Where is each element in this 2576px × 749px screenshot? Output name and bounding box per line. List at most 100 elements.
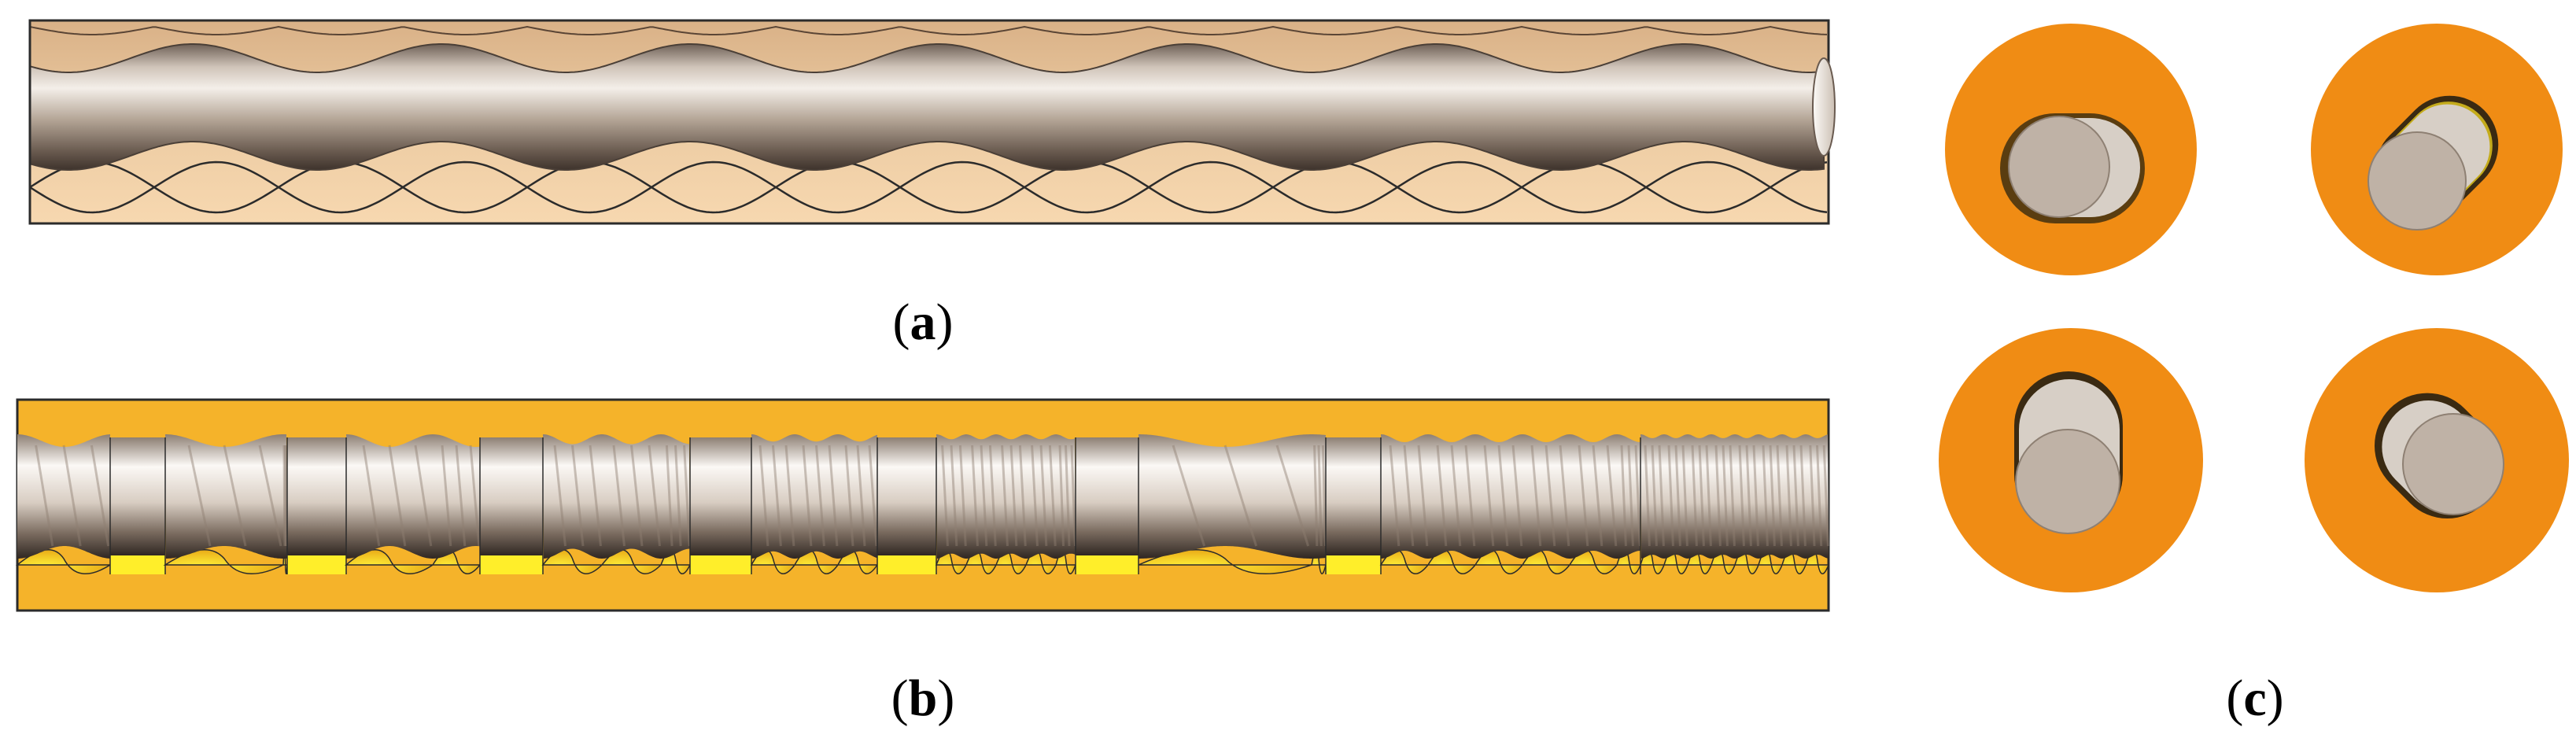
- flight-streak: [958, 445, 967, 547]
- flight-streak: [1816, 445, 1823, 547]
- flight-streak: [1698, 445, 1705, 547]
- rotor-straight-section: [110, 437, 165, 555]
- flight-streak: [1172, 445, 1206, 547]
- flight-streak: [988, 445, 997, 547]
- flight-streak: [258, 445, 282, 547]
- rotor-helical-section: [346, 434, 480, 559]
- caption-c: (c): [2226, 670, 2284, 727]
- flight-streak: [553, 445, 566, 547]
- flight-streak: [1048, 445, 1057, 547]
- flight-streak: [388, 445, 407, 547]
- cross-section-1: [1945, 24, 2197, 275]
- flight-streak: [362, 445, 381, 547]
- flight-streak: [1223, 445, 1258, 547]
- flight-streak: [674, 445, 682, 547]
- flight-streak: [1592, 445, 1604, 547]
- flight-streak: [683, 445, 691, 547]
- rotor-helical-section: [543, 434, 690, 559]
- rotor-helical-section: [936, 434, 1076, 559]
- flight-streak: [1792, 445, 1799, 547]
- panel-c: [1939, 24, 2569, 592]
- rotor-helical-section: [1139, 434, 1326, 559]
- flight-streak: [1714, 445, 1722, 547]
- flight-streak: [784, 445, 795, 547]
- flight-streak: [1009, 445, 1018, 547]
- caption-b: (b): [891, 670, 955, 727]
- flight-streak: [1809, 445, 1816, 547]
- flight-streak: [950, 445, 958, 547]
- rotor-helical-section: [1381, 434, 1640, 559]
- flight-streak: [1776, 445, 1783, 547]
- flight-streak: [1667, 445, 1674, 547]
- flight-streak: [1752, 445, 1759, 547]
- flight-streak: [90, 445, 110, 547]
- flight-streak: [980, 445, 988, 547]
- rotor-helical-section: [17, 434, 110, 559]
- helical-rotor-a: [29, 43, 1825, 171]
- cross-section-3: [1939, 328, 2203, 592]
- flight-streak: [868, 445, 878, 547]
- flight-streak: [1674, 445, 1681, 547]
- flight-streak: [971, 445, 979, 547]
- flight-streak: [571, 445, 585, 547]
- rotor-helical-section: [751, 434, 877, 559]
- flight-streak: [1745, 445, 1752, 547]
- flight-streak: [1058, 445, 1065, 547]
- flight-streak: [1627, 445, 1634, 547]
- flight-streak: [1634, 445, 1641, 547]
- multi-pitch-rotor-b: [17, 434, 1829, 559]
- flight-streak: [758, 445, 769, 547]
- flight-streak: [1321, 445, 1327, 547]
- rotor-face-2: [2367, 131, 2467, 231]
- flight-streak: [1389, 445, 1401, 547]
- flight-streak: [1031, 445, 1039, 547]
- flight-streak: [1691, 445, 1698, 547]
- flight-streak: [1511, 445, 1523, 547]
- flight-streak: [1559, 445, 1570, 547]
- flight-streak: [1317, 445, 1323, 547]
- flight-streak: [1450, 445, 1462, 547]
- flight-streak: [1483, 445, 1495, 547]
- flight-streak: [1001, 445, 1009, 547]
- flight-streak: [62, 445, 82, 547]
- flight-streak: [1039, 445, 1048, 547]
- flight-streak: [1417, 445, 1429, 547]
- flight-streak: [35, 445, 54, 547]
- panel-b: [15, 398, 1830, 612]
- flight-streak: [1658, 445, 1665, 547]
- flight-streak: [1578, 445, 1589, 547]
- flight-streak: [414, 445, 433, 547]
- contour-line-lower: [29, 160, 1828, 214]
- flight-streak: [1018, 445, 1027, 547]
- flight-streak: [1606, 445, 1618, 547]
- flight-streak: [1799, 445, 1807, 547]
- flight-streak: [665, 445, 674, 547]
- rotor-face-4: [2402, 413, 2504, 515]
- flight-streak: [282, 445, 286, 547]
- rotor-face-3: [2015, 429, 2120, 534]
- flight-streak: [1722, 445, 1729, 547]
- flight-streak: [223, 445, 247, 547]
- flight-streak: [1769, 445, 1776, 547]
- rotor-face-1: [2008, 116, 2110, 218]
- flight-streak: [1403, 445, 1415, 547]
- flight-streak: [1681, 445, 1688, 547]
- flight-streak: [1313, 445, 1319, 547]
- flight-streak: [1738, 445, 1745, 547]
- flight-streak: [1785, 445, 1792, 547]
- rotor-end-cap-a: [1812, 57, 1836, 157]
- flight-streak: [1644, 445, 1651, 547]
- flight-streak: [1762, 445, 1769, 547]
- caption-a: (a): [892, 293, 954, 351]
- flight-streak: [1497, 445, 1509, 547]
- flight-streak: [1544, 445, 1556, 547]
- flight-streak: [1464, 445, 1476, 547]
- flight-streak: [1275, 445, 1310, 547]
- flight-streak: [1530, 445, 1542, 547]
- flight-streak: [187, 445, 212, 547]
- contour-line-top: [29, 25, 1828, 35]
- rotor-straight-section: [287, 437, 346, 555]
- flight-streak: [1705, 445, 1712, 547]
- flight-streak: [828, 445, 839, 547]
